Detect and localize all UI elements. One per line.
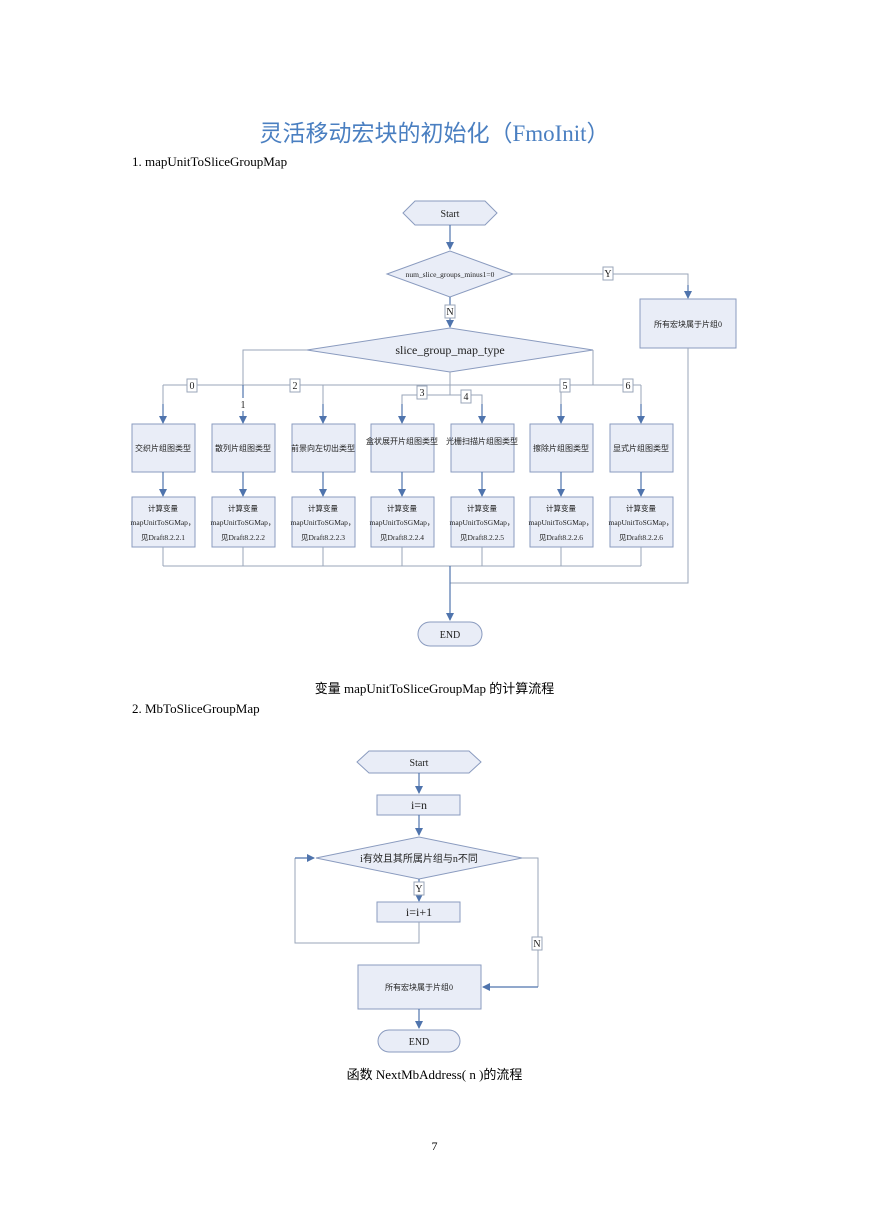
calc-label-l1: 计算变量 bbox=[626, 503, 656, 513]
calc-label-l2: mapUnitToSGMap， bbox=[211, 518, 276, 527]
all-mb-slice0-box-1 bbox=[639, 298, 737, 349]
calc-ref-0: 见Draft8.2.2.1 bbox=[141, 533, 185, 542]
branch-num-2: 2 bbox=[293, 381, 298, 392]
end-label-2: END bbox=[409, 1037, 430, 1048]
end-node-2 bbox=[377, 1029, 461, 1053]
start-node-2 bbox=[356, 750, 482, 774]
all-mb-slice0-box-2 bbox=[357, 964, 482, 1010]
yes-label-1: Y bbox=[604, 269, 611, 280]
yes-label-2: Y bbox=[415, 884, 422, 895]
start-label-2: Start bbox=[410, 758, 429, 769]
type-box-foreground bbox=[291, 423, 356, 473]
type-box-explicit bbox=[609, 423, 674, 473]
flowchart-nextmbaddress: Start i=n i有效且其所属片组与n不同 Y i=i+1 N 所有宏块属于… bbox=[294, 750, 543, 1053]
figure-caption-2: 函数 NextMbAddress( n )的流程 bbox=[346, 1067, 523, 1082]
decision-label-2: i有效且其所属片组与n不同 bbox=[360, 852, 478, 865]
type-box-raster bbox=[450, 423, 515, 473]
end-label-1: END bbox=[440, 630, 461, 641]
all-mb-slice0-label-2: 所有宏块属于片组0 bbox=[385, 982, 453, 992]
all-mb-slice0-label-1: 所有宏块属于片组0 bbox=[654, 319, 722, 329]
type-box-dispersed bbox=[211, 423, 276, 473]
assign-label: i=n bbox=[411, 798, 427, 812]
increment-label: i=i+1 bbox=[406, 905, 432, 919]
calc-label-l2: mapUnitToSGMap， bbox=[131, 518, 196, 527]
no-label-2: N bbox=[533, 939, 540, 950]
calc-label-l1: 计算变量 bbox=[308, 503, 338, 513]
figure-caption-1: 变量 mapUnitToSliceGroupMap 的计算流程 bbox=[314, 681, 555, 696]
calc-ref-4: 见Draft8.2.2.5 bbox=[460, 533, 504, 542]
calc-ref-2: 见Draft8.2.2.3 bbox=[301, 533, 345, 542]
branch-num-0: 0 bbox=[190, 381, 195, 392]
calc-label-l1: 计算变量 bbox=[467, 503, 497, 513]
type-box-box-out bbox=[370, 423, 435, 473]
calc-ref-3: 见Draft8.2.2.4 bbox=[380, 533, 424, 542]
branch-num-5: 5 bbox=[563, 381, 568, 392]
calc-box-0: 计算变量 mapUnitToSGMap， 见Draft8.2.2.1 bbox=[131, 496, 196, 548]
type-label-2: 前景向左切出类型 bbox=[291, 443, 355, 453]
calc-ref-5: 见Draft8.2.2.6 bbox=[539, 533, 583, 542]
decision-num-slice-groups-label: num_slice_groups_minus1=0 bbox=[406, 270, 495, 279]
calc-label-l2: mapUnitToSGMap， bbox=[450, 518, 515, 527]
branch-num-6: 6 bbox=[626, 381, 631, 392]
type-label-5: 擦除片组图类型 bbox=[533, 443, 589, 453]
calc-label-l1: 计算变量 bbox=[228, 503, 258, 513]
type-label-3: 盒状展开片组图类型 bbox=[366, 436, 438, 446]
calc-label-l2: mapUnitToSGMap， bbox=[609, 518, 674, 527]
calc-box-4: 计算变量 mapUnitToSGMap， 见Draft8.2.2.5 bbox=[450, 496, 515, 548]
branch-num-1: 1 bbox=[241, 400, 246, 411]
type-label-6: 显式片组图类型 bbox=[613, 443, 669, 453]
start-label: Start bbox=[441, 209, 460, 220]
section-heading-1: 1. mapUnitToSliceGroupMap bbox=[132, 154, 288, 169]
type-box-wipe bbox=[529, 423, 594, 473]
calc-label-l1: 计算变量 bbox=[387, 503, 417, 513]
calc-label-l2: mapUnitToSGMap， bbox=[291, 518, 356, 527]
branch-num-4: 4 bbox=[464, 392, 469, 403]
page-title: 灵活移动宏块的初始化（FmoInit） bbox=[259, 121, 610, 146]
calc-ref-1: 见Draft8.2.2.2 bbox=[221, 533, 265, 542]
no-label-1: N bbox=[446, 307, 453, 318]
calc-box-2: 计算变量 mapUnitToSGMap， 见Draft8.2.2.3 bbox=[291, 496, 356, 548]
calc-box-6: 计算变量 mapUnitToSGMap， 见Draft8.2.2.6 bbox=[609, 496, 674, 548]
calc-label-l1: 计算变量 bbox=[546, 503, 576, 513]
calc-label-l2: mapUnitToSGMap， bbox=[370, 518, 435, 527]
calc-box-5: 计算变量 mapUnitToSGMap， 见Draft8.2.2.6 bbox=[529, 496, 594, 548]
switch-label: slice_group_map_type bbox=[395, 343, 504, 357]
type-label-4: 光栅扫描片组图类型 bbox=[446, 436, 518, 446]
type-label-0: 交织片组图类型 bbox=[135, 443, 191, 453]
calc-label-l2: mapUnitToSGMap， bbox=[529, 518, 594, 527]
type-label-1: 散列片组图类型 bbox=[215, 443, 271, 453]
calc-box-1: 计算变量 mapUnitToSGMap， 见Draft8.2.2.2 bbox=[211, 496, 276, 548]
calc-label-l1: 计算变量 bbox=[148, 503, 178, 513]
branch-num-3: 3 bbox=[420, 388, 425, 399]
calc-box-3: 计算变量 mapUnitToSGMap， 见Draft8.2.2.4 bbox=[370, 496, 435, 548]
page-number: 7 bbox=[431, 1139, 438, 1153]
end-node-1 bbox=[417, 621, 483, 647]
calc-ref-6: 见Draft8.2.2.6 bbox=[619, 533, 663, 542]
section-heading-2: 2. MbToSliceGroupMap bbox=[132, 701, 260, 716]
start-node bbox=[402, 200, 498, 226]
